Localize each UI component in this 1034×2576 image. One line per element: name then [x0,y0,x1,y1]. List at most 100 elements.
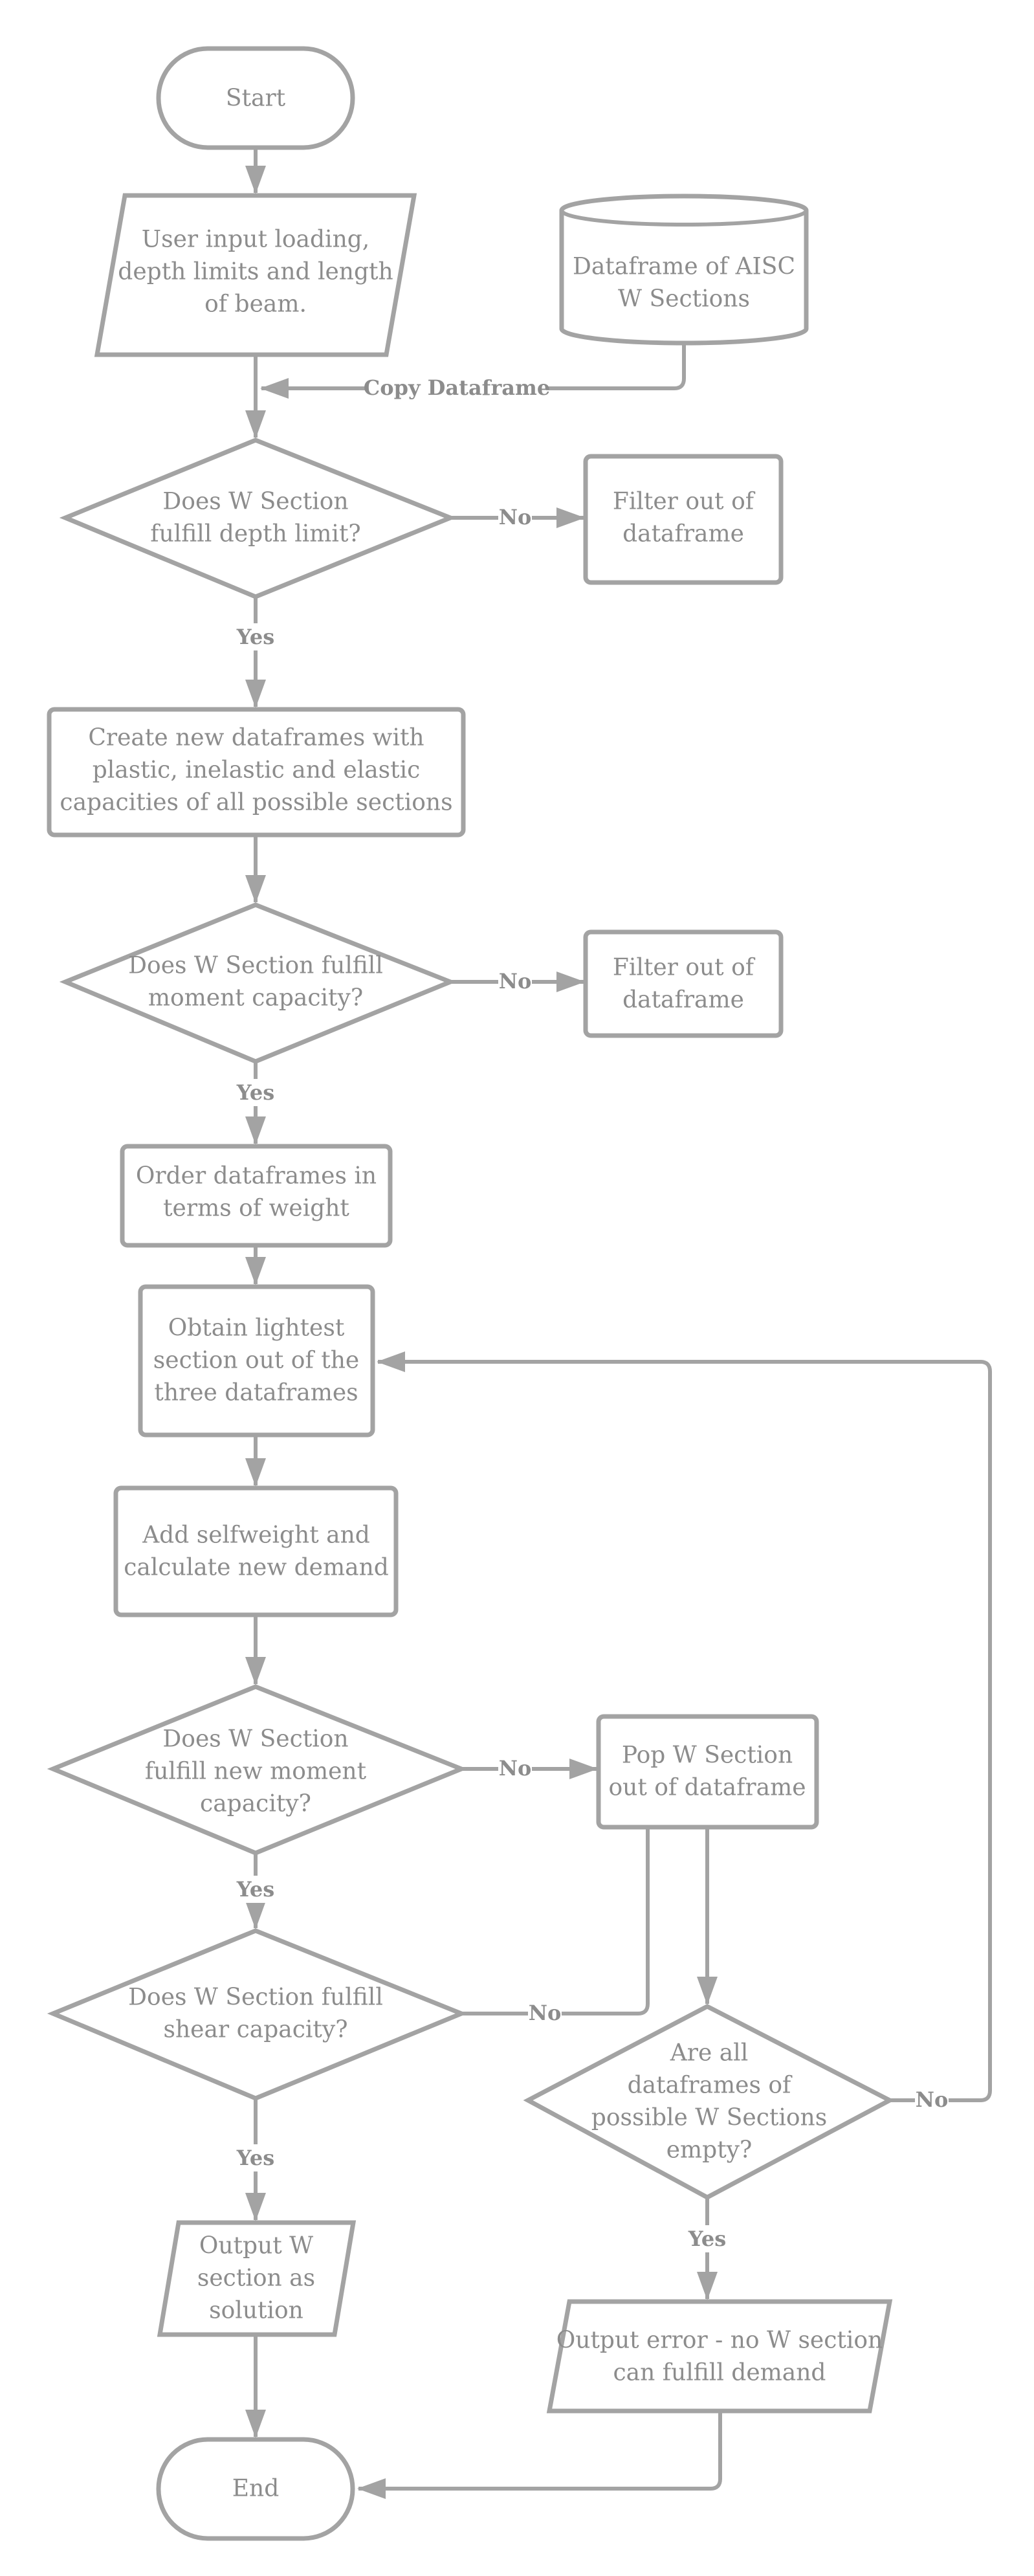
empty-yes-label-bg [687,2225,728,2252]
shear-decision-shape [47,1928,468,2101]
pop-section-label: Pop W Section out of dataframe [608,1742,806,1801]
new-moment-decision-shape [47,1684,468,1856]
node-label-line: Create new dataframes with [88,725,424,751]
node-label-line: Does W Section [162,489,348,515]
depth-decision-label: Does W Section fulfill depth limit? [150,489,360,548]
empty-no-label-bg [915,2086,949,2113]
node-label-line: Pop W Section [622,1742,793,1769]
node-label-line: Output error - no W section [556,2327,883,2354]
depth-yes-label-bg [235,623,276,650]
node-label-line: depth limits and length [118,259,393,285]
node-label-line: out of dataframe [608,1775,806,1801]
node-label-line: Output W [199,2233,313,2260]
node-label-line: dataframe [622,987,744,1014]
order-weight-label: Order dataframes in terms of weight [136,1163,377,1222]
output-solution-shape [157,2220,357,2337]
obtain-lightest-shape [138,1284,375,1438]
edge-empty-no [377,1351,992,2102]
node-label-line: End [232,2476,280,2502]
node-label-line: Add selfweight and [142,1522,370,1549]
user-input-label: User input loading, depth limits and leng… [118,227,393,318]
shear-no-label-bg [528,1999,562,2026]
node-label-line: terms of weight [163,1195,349,1222]
add-selfweight-label: Add selfweight and calculate new demand [124,1522,389,1581]
node-label-line: capacities of all possible sections [60,790,452,816]
node-label-line: Dataframe of AISC [573,254,795,280]
depth-no-label: No [499,505,532,529]
node-label-line: Does W Section fulfill [128,1984,383,2011]
node-label-line: W Sections [618,286,750,313]
copy-dataframe-label-bg [366,374,546,403]
create-dataframes-label: Create new dataframes with plastic, inela… [60,725,452,816]
output-error-label: Output error - no W section can fulfill d… [556,2327,883,2386]
node-label-line: can fulfill demand [613,2360,826,2386]
start-terminal-label: Start [226,85,286,112]
node-label-line: possible W Sections [591,2105,827,2131]
node-label-line: solution [209,2298,303,2324]
node-label-line: calculate new demand [124,1555,389,1581]
moment-decision-shape [59,902,457,1064]
node-label-line: Does W Section [162,1726,348,1753]
aisc-database-shape [559,194,809,346]
moment-yes-label-bg [235,1079,276,1106]
node-label-line: of beam. [204,291,307,318]
node-label-line: section as [197,2265,315,2292]
moment-no-label: No [499,969,532,994]
node-label-line: moment capacity? [148,985,363,1012]
depth-decision-shape [59,438,457,599]
node-label-line: Order dataframes in [136,1163,377,1190]
aisc-database-rim [560,210,808,227]
aisc-database-label: Dataframe of AISC W Sections [573,254,795,313]
new-moment-yes-label-bg [235,1876,276,1903]
moment-decision-label: Does W Section fulfill moment capacity? [128,953,383,1012]
filter-depth-shape [583,454,784,585]
nodes: Start User input loading, depth limits an… [47,46,895,2541]
moment-yes-label: Yes [236,1080,274,1105]
node-label-line: dataframes of [628,2072,793,2099]
node-label-line: Filter out of [613,955,756,981]
start-terminal-shape [156,46,355,150]
node-label-line: fulfill depth limit? [150,521,360,548]
copy-dataframe-label: Copy Dataframe [364,375,551,400]
node-label-line: Obtain lightest [168,1315,345,1342]
node-label-line: User input loading, [142,227,370,253]
filter-moment-shape [583,929,784,1038]
shear-yes-label: Yes [236,2146,274,2170]
node-label-line: shear capacity? [164,2017,348,2043]
shear-decision-label: Does W Section fulfill shear capacity? [128,1984,383,2043]
moment-no-label-bg [498,968,532,995]
node-label-line: Are all [670,2040,748,2067]
end-terminal-label: End [232,2476,280,2502]
output-error-shape [546,2299,893,2414]
filter-depth-label: Filter out of dataframe [613,489,756,548]
new-moment-yes-label: Yes [236,1877,274,1902]
order-weight-shape [120,1144,393,1248]
obtain-lightest-label: Obtain lightest section out of the three d… [153,1315,359,1406]
node-label-line: three dataframes [154,1380,358,1406]
shear-yes-label-bg [235,2144,276,2171]
node-label-line: Filter out of [613,489,756,515]
edge-db-copy-dataframe [260,343,686,399]
node-label-line: Start [226,85,286,112]
create-dataframes-shape [47,707,466,838]
node-label-line: Does W Section fulfill [128,953,383,979]
node-label-line: plastic, inelastic and elastic [93,757,421,784]
depth-no-label-bg [498,504,532,531]
filter-moment-label: Filter out of dataframe [613,955,756,1014]
empty-yes-label: Yes [688,2226,726,2251]
empty-no-label: No [916,2087,949,2112]
user-input-shape [94,193,417,357]
node-label-line: capacity? [200,1791,311,1817]
node-label-line: dataframe [622,521,744,548]
pop-section-shape [596,1714,819,1830]
shear-no-label: No [529,2001,562,2025]
edge-labels: Copy Dataframe No Yes No Yes No Yes No Y… [235,374,949,2252]
edge-shear-no [461,1783,658,2015]
add-selfweight-shape [113,1485,399,1617]
node-label-line: section out of the [153,1348,359,1374]
all-empty-decision-shape [523,2004,895,2200]
